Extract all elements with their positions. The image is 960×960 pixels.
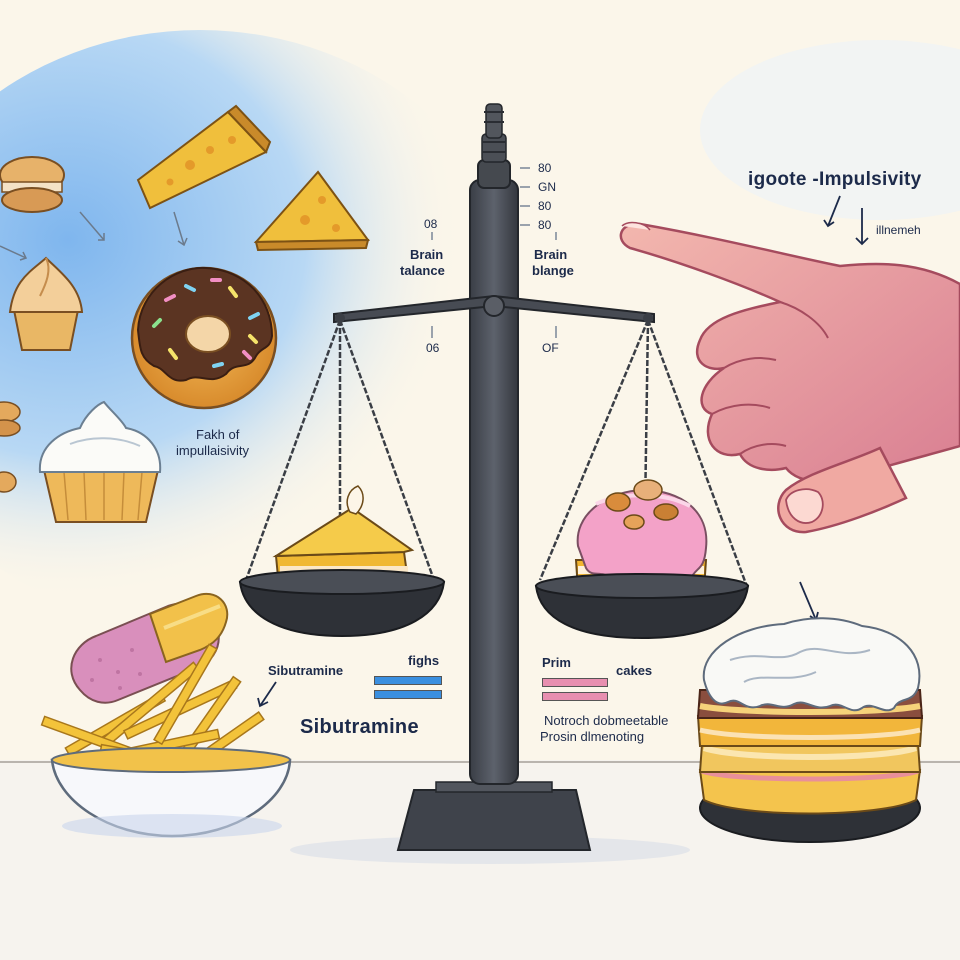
brain-left-line1: Brain bbox=[410, 247, 444, 262]
bottom-note-line1: Notroch dobmeetable bbox=[544, 713, 669, 728]
fighs-label: fighs bbox=[408, 653, 440, 668]
balance-scale-icon bbox=[244, 103, 748, 851]
pizza-slice-icon bbox=[253, 170, 370, 252]
impulsivity-heading-text: igoote -Impulsivity bbox=[748, 169, 922, 190]
tick-left-top: 08 bbox=[424, 217, 438, 231]
sibutramine-small-label: Sibutramine bbox=[268, 663, 344, 678]
macaron-icon bbox=[0, 156, 65, 213]
legend-bar-pink-2 bbox=[542, 692, 608, 701]
falsh-label-line1: Fakh of bbox=[196, 427, 240, 442]
brain-left-line2: talance bbox=[400, 263, 445, 278]
brain-right-line2: blange bbox=[532, 263, 574, 278]
macaron-icon bbox=[0, 401, 21, 493]
bottom-note-line2: Prosin dlmenoting bbox=[540, 729, 645, 744]
fries-icon bbox=[40, 643, 292, 838]
scale-pan-right bbox=[534, 573, 750, 640]
arrow-icon bbox=[0, 211, 188, 261]
cupcake-icon bbox=[38, 400, 162, 523]
tick-right-bottom: OF bbox=[542, 341, 559, 355]
legend-bar-blue-1 bbox=[374, 676, 442, 685]
illnemeh-label: illnemeh bbox=[876, 223, 921, 237]
cakes-label: cakes bbox=[616, 663, 653, 678]
arrow-icon bbox=[257, 195, 869, 708]
scale-pan-left bbox=[238, 569, 446, 638]
sibutramine-big-label: Sibutramine bbox=[300, 716, 419, 738]
donut-icon bbox=[130, 266, 278, 410]
tick-left-bottom: 06 bbox=[426, 341, 440, 355]
scale-tick-1: 80 bbox=[538, 161, 552, 175]
scale-tick-2: GN bbox=[538, 180, 556, 194]
brain-right-line1: Brain bbox=[534, 247, 568, 262]
legend-bar-pink-1 bbox=[542, 678, 608, 687]
layer-cake-icon bbox=[696, 617, 924, 843]
cupcake-icon bbox=[8, 256, 84, 351]
scale-tick-4: 80 bbox=[538, 218, 552, 232]
prim-label: Prim bbox=[542, 655, 571, 670]
pointing-hand-icon bbox=[619, 221, 960, 534]
scale-tick-3: 80 bbox=[538, 199, 552, 213]
legend-bar-blue-2 bbox=[374, 690, 442, 699]
pizza-slice-icon bbox=[136, 104, 272, 210]
falsh-label-line2: impullaisivity bbox=[176, 443, 249, 458]
impulsivity-heading: igoote -Impulsivity bbox=[748, 168, 922, 191]
